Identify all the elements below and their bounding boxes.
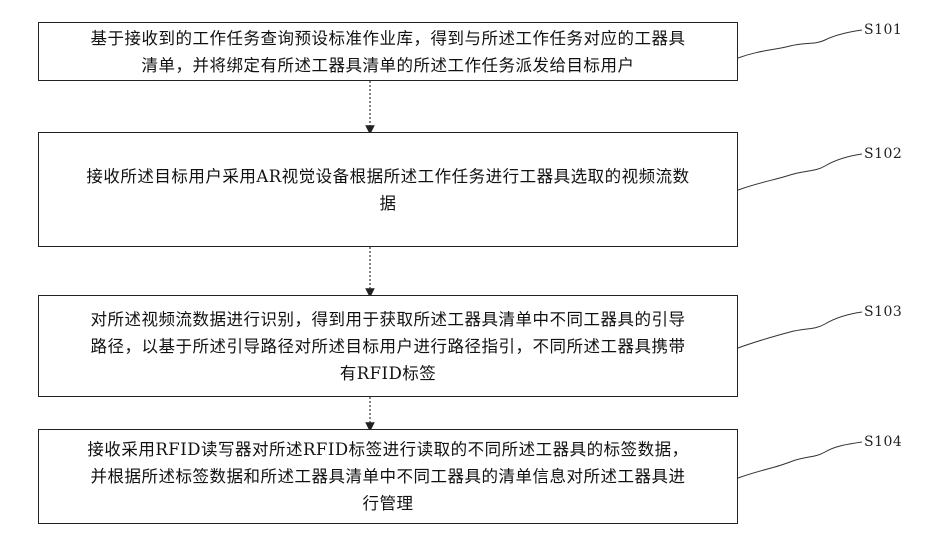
step-label-s103: S103 (864, 304, 902, 320)
step-text-s104: 接收采用RFID读写器对所述RFID标签进行读取的不同所述工器具的标签数据， 并… (79, 436, 696, 517)
step-line: 基于接收到的工作任务查询预设标准作业库，得到与所述工作任务对应的工器具 (91, 25, 686, 52)
step-box-s103: 对所述视频流数据进行识别，得到用于获取所述工器具清单中不同工器具的引导 路径，以… (38, 295, 738, 397)
step-box-s104: 接收采用RFID读写器对所述RFID标签进行读取的不同所述工器具的标签数据， 并… (38, 429, 738, 524)
step-label-s101: S101 (864, 22, 902, 38)
step-line: 据 (86, 190, 689, 217)
step-label-s104: S104 (864, 434, 902, 450)
step-line: 接收采用RFID读写器对所述RFID标签进行读取的不同所述工器具的标签数据， (87, 436, 688, 463)
step-line: 接收所述目标用户采用AR视觉设备根据所述工作任务进行工器具选取的视频流数 (86, 163, 689, 190)
leader-line-s103 (738, 312, 862, 348)
leader-line-s104 (738, 442, 862, 478)
step-text-s103: 对所述视频流数据进行识别，得到用于获取所述工器具清单中不同工器具的引导 路径，以… (83, 306, 694, 387)
step-line: 清单，并将绑定有所述工器具清单的所述工作任务派发给目标用户 (91, 52, 686, 79)
step-text-s102: 接收所述目标用户采用AR视觉设备根据所述工作任务进行工器具选取的视频流数 据 (78, 163, 697, 217)
step-line: 并根据所述标签数据和所述工器具清单中不同工器具的清单信息对所述工器具进 (87, 463, 688, 490)
step-line: 有RFID标签 (91, 360, 686, 387)
step-label-s102: S102 (864, 146, 902, 162)
leader-line-s101 (738, 30, 862, 58)
step-line: 对所述视频流数据进行识别，得到用于获取所述工器具清单中不同工器具的引导 (91, 306, 686, 333)
step-box-s102: 接收所述目标用户采用AR视觉设备根据所述工作任务进行工器具选取的视频流数 据 (38, 132, 738, 247)
step-box-s101: 基于接收到的工作任务查询预设标准作业库，得到与所述工作任务对应的工器具 清单，并… (38, 22, 738, 81)
step-line: 行管理 (87, 490, 688, 517)
step-text-s101: 基于接收到的工作任务查询预设标准作业库，得到与所述工作任务对应的工器具 清单，并… (83, 25, 694, 79)
step-line: 路径，以基于所述引导路径对所述目标用户进行路径指引，不同所述工器具携带 (91, 333, 686, 360)
leader-line-s102 (738, 154, 862, 190)
